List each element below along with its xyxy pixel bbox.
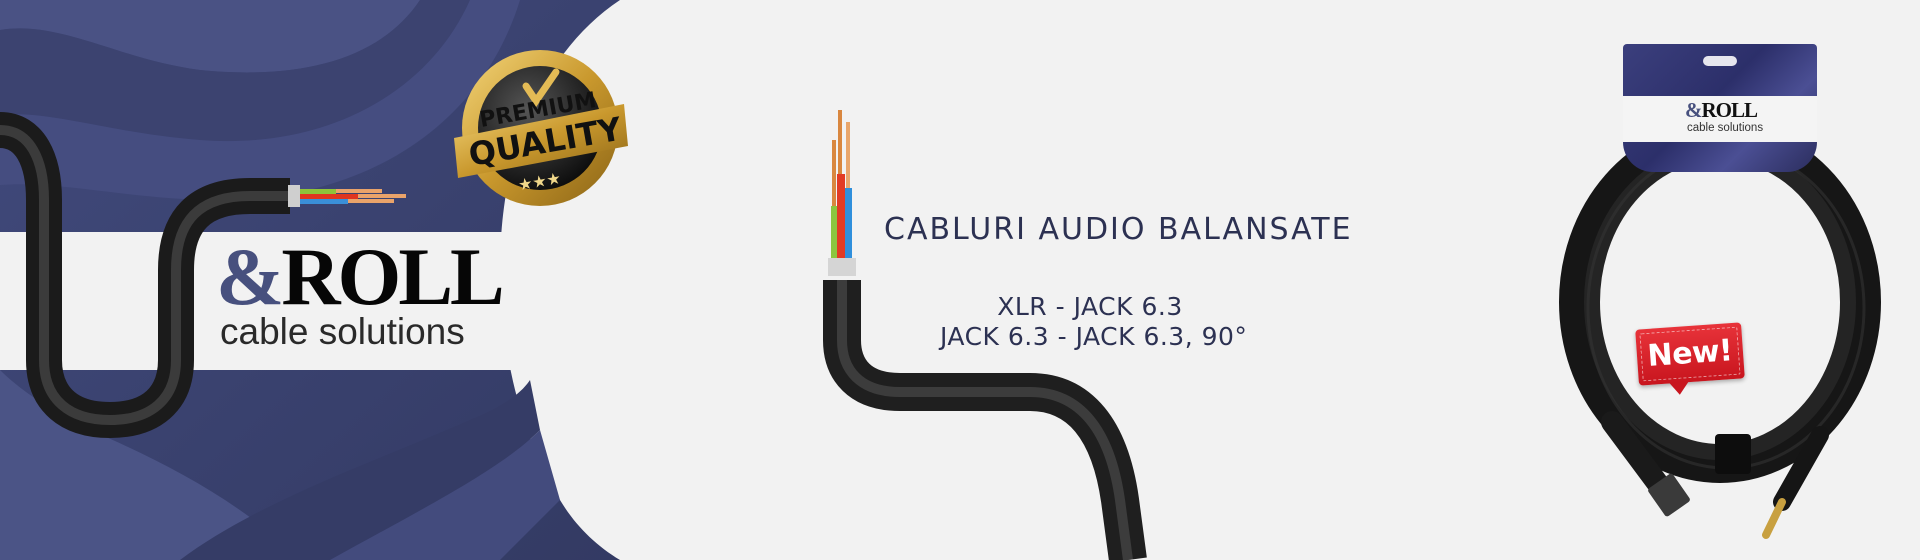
product-image: &ROLL cable solutions New! (1530, 30, 1920, 560)
premium-quality-badge: PREMIUM QUALITY ★★★ (448, 46, 628, 211)
tag-tagline: cable solutions (1687, 122, 1764, 134)
badge-seal-icon (454, 50, 628, 206)
product-line-2: JACK 6.3 - JACK 6.3, 90° (940, 322, 1248, 351)
brand-logo: &ROLL (216, 236, 505, 318)
product-line-1: XLR - JACK 6.3 (997, 292, 1183, 321)
headline-title: CABLURI AUDIO BALANSATE (884, 212, 1353, 247)
hang-hole (1703, 56, 1737, 66)
brand-tagline: cable solutions (220, 311, 465, 352)
logo-wordmark: ROLL (281, 231, 504, 322)
packaging-tag: &ROLL cable solutions (1623, 44, 1817, 172)
logo-ampersand: & (216, 231, 284, 322)
tag-brand-logo: &ROLL (1685, 98, 1758, 122)
new-badge: New! (1635, 322, 1745, 386)
new-label: New! (1646, 333, 1734, 374)
